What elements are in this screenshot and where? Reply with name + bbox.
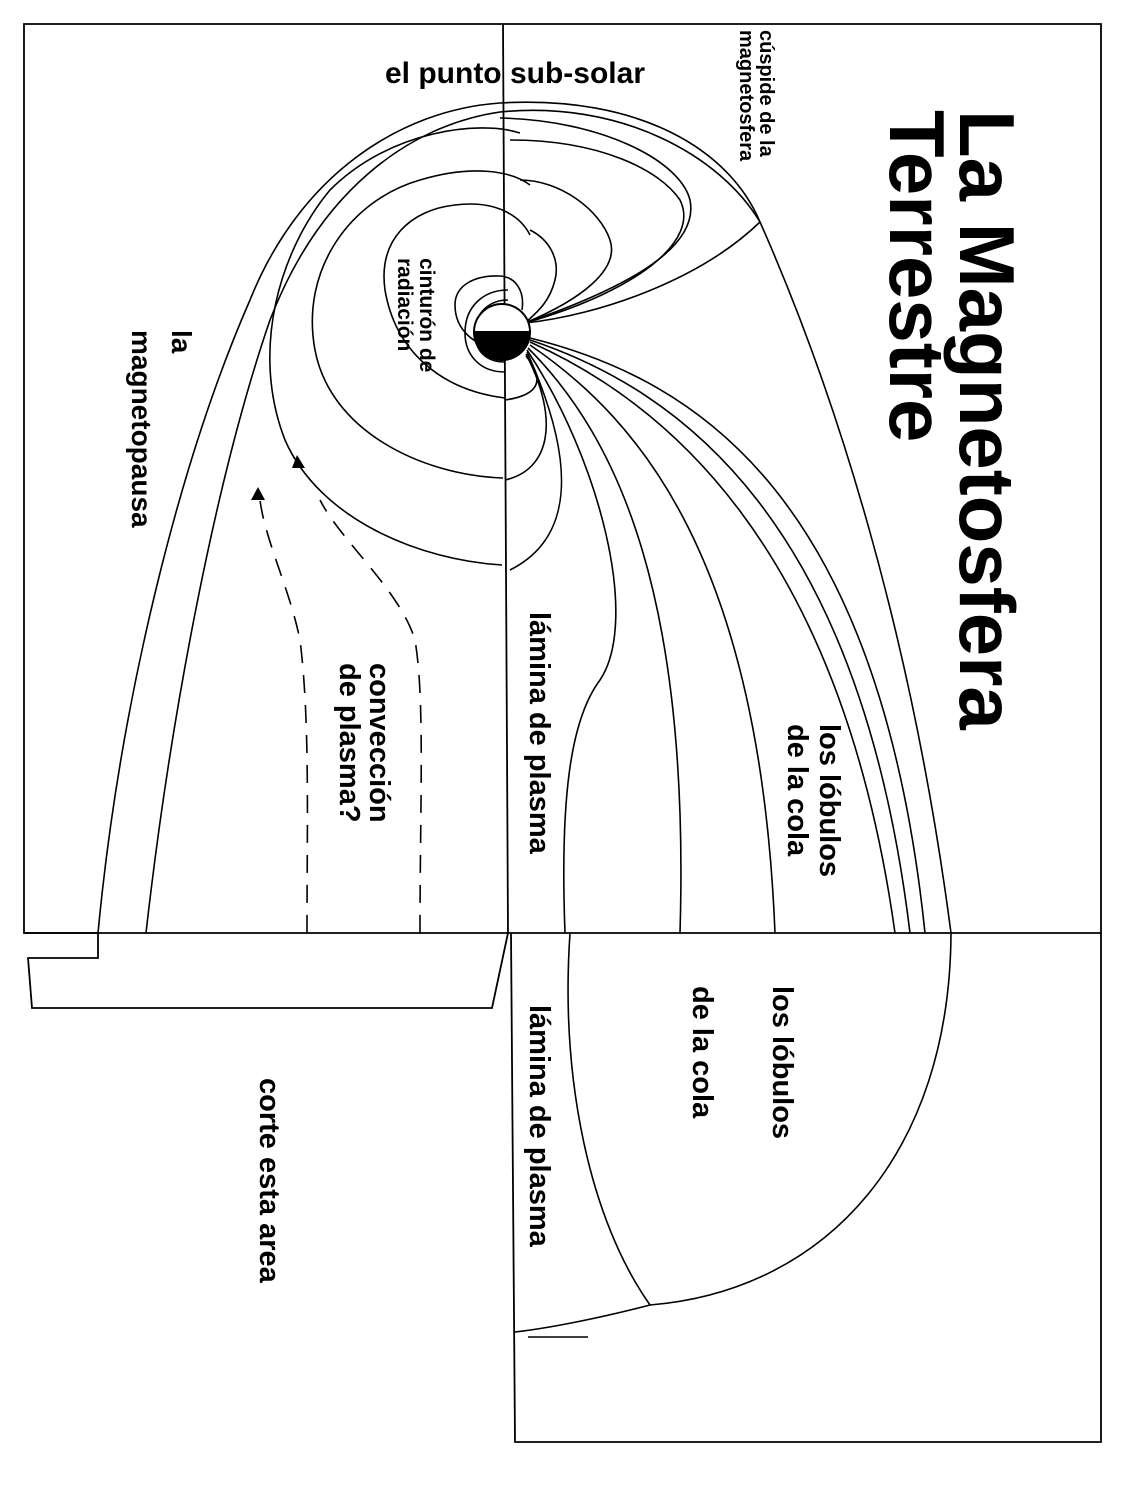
title-line-2: Terrestre [873,110,961,442]
radiation-belt-label-line-1: cinturón de [415,258,438,372]
convection-arrows [251,455,423,934]
magnetopause-boundary [97,101,952,934]
tail-line-3 [529,341,896,934]
tail-lobes-top-line-1: los lóbulos [813,724,845,877]
field-line-2 [311,170,531,479]
cross-section-boundary [514,932,952,1333]
earth-dayside [472,303,532,333]
cusp-field-lines [499,117,761,324]
convection-arrowhead-left [251,487,265,500]
title-group: La Magnetosfera Terrestre [873,110,1031,730]
tail-lobes-bottom-label: los lóbulos de la cola [686,986,798,1139]
convection-arrow-left [259,499,309,934]
magnetopause-label-line-2: magnetopausa [126,330,157,528]
tail-line-2 [529,339,911,934]
tail-line-6 [526,349,617,934]
earth-icon [472,303,532,361]
tail-line-5 [527,347,682,934]
tail-lobes-top-line-2: de la cola [781,724,813,857]
title-line-1: La Magnetosfera [943,110,1031,730]
convection-arrowhead-right [292,455,305,468]
plasma-sheet-top-text: lámina de plasma [523,612,555,855]
field-line-4 [454,275,524,351]
tail-lobes-bottom-line-1: los lóbulos [766,986,798,1139]
cusp-label: cúspide de la magnetosfera [735,30,777,162]
cusp-line-3 [519,179,613,324]
radiation-belt-label-line-2: radiación [393,258,416,351]
labels: el punto sub-solar La Magnetosfera Terre… [126,30,1031,1284]
plasma-sheet-bottom-text: lámina de plasma [523,1005,555,1248]
closed-field-lines [269,127,531,566]
lower-panel-border [510,932,1102,1443]
convection-label: convección de plasma? [333,663,395,823]
tail-lobes-bottom-line-2: de la cola [686,986,718,1119]
earth-nightside [472,331,532,361]
cusp-line-2 [499,117,692,324]
convection-arrow-right [319,499,423,934]
tail-line-4 [529,344,776,934]
cusp-line-5 [524,221,761,324]
cusp-line-4 [524,229,557,324]
sub-solar-point-label: el punto sub-solar [385,57,645,90]
magnetopause-inner [145,109,761,934]
tail-line-9 [504,355,538,401]
cut-tab-outline [24,932,509,1009]
tail-field-lines [504,337,926,934]
plasma-sheet-bottom-label: lámina de plasma [523,1005,555,1248]
cross-section-plasma-sheet-edge [567,932,651,1306]
tail-line-7 [509,351,563,571]
cusp-line-1 [509,139,685,324]
convection-label-line-1: convección [363,663,395,823]
magnetopause-label: la magnetopausa [126,330,197,528]
cut-area-text: corte esta area [253,1078,285,1284]
field-line-3 [383,203,531,399]
cusp-label-line-2: magnetosfera [735,30,757,162]
belt-line-outer [464,289,509,373]
center-axis-line [502,23,509,934]
cusp-label-line-1: cúspide de la [755,30,777,158]
convection-label-line-2: de plasma? [333,663,365,823]
tail-cross-section [514,932,952,1338]
tail-line-1 [529,337,926,934]
cut-area-label: corte esta area [253,1078,285,1284]
magnetopause-label-line-1: la [166,330,197,354]
magnetopause-outer [97,101,952,934]
tail-lobes-top-label: los lóbulos de la cola [781,724,845,877]
tail-line-8 [504,353,547,481]
plasma-sheet-top-label: lámina de plasma [523,612,555,855]
field-line-1 [269,127,521,566]
radiation-belt-label: cinturón de radiación [393,258,438,372]
